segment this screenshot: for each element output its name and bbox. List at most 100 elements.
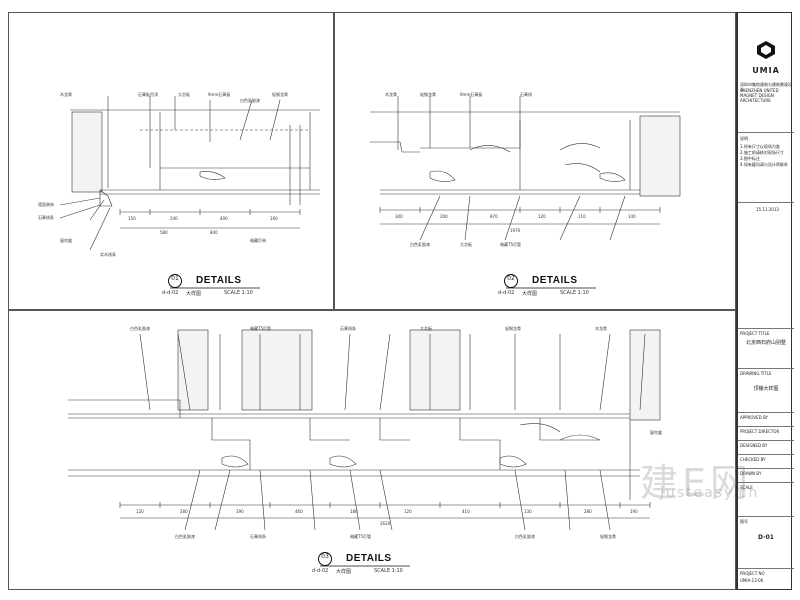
project-name: 北京西石府山别墅 <box>745 340 786 346</box>
note-3: 3.图中标注 <box>740 156 760 161</box>
checked-row: CHECKED BY <box>738 454 794 468</box>
project-no-label: PROJECT NO <box>740 571 765 576</box>
d1-label-4: 9mm石膏板 <box>208 92 231 97</box>
d3-label-12: 轻钢龙骨 <box>600 534 616 539</box>
company-line-2: SHENZHEN UNITED MAGNET DESIGN ARCHITECTU… <box>740 88 779 103</box>
notes-box: 说明 1.所有尺寸以现场为准 2.施工前请核对现场尺寸 3.图中标注 4.如有疑… <box>738 132 794 192</box>
d1-label-11: 实木线条 <box>100 252 116 257</box>
d3-dim-10: 190 <box>630 509 638 514</box>
d3-dim-9: 280 <box>584 509 592 514</box>
d3-dim-11: 2620 <box>380 521 391 526</box>
detail-01-panel <box>8 12 334 310</box>
revision-box: 15.11.2013 <box>738 202 794 248</box>
d1-label-10: 暗藏灯带 <box>250 238 266 243</box>
notes-title: 说明 <box>740 136 748 141</box>
d2-label-5: 白色乳胶漆 <box>410 242 430 247</box>
d3-label-2: 暗藏T5灯管 <box>250 326 271 331</box>
d2-label-4: 石膏线 <box>520 92 532 97</box>
d2-dim-4: 120 <box>538 214 546 219</box>
d1-dim-3: 400 <box>220 216 228 221</box>
director-row: PROJECT DIRECTOR <box>738 426 794 440</box>
drawn-row: DRAWN BY <box>738 468 794 482</box>
director-label: PROJECT DIRECTOR <box>740 429 780 434</box>
drawing-title-box: DRAWING TITLE 顶棚大样图 <box>738 368 794 408</box>
d1-dim-5: 580 <box>160 230 168 235</box>
detail-03-scale: SCALE 1:10 <box>374 568 403 574</box>
d2-dim-6: 140 <box>628 214 636 219</box>
detail-01-ref: d-d-02 <box>162 290 179 296</box>
d3-label-8: 白色乳胶漆 <box>175 534 195 539</box>
watermark-cn: 建E网 <box>640 461 753 505</box>
company-line-1: 深圳市集地建筑与建筑景观设计 <box>740 82 792 92</box>
d2-label-3: 9mm石膏板 <box>460 92 483 97</box>
brand-name: UMIA <box>752 66 780 75</box>
project-title-box: PROJECT TITLE 北京西石府山别墅 <box>738 328 794 356</box>
detail-02-title: DETAILS <box>532 275 578 286</box>
title-block: UMIA 深圳市集地建筑与建筑景观设计 SHENZHEN UNITED MAGN… <box>736 12 794 590</box>
detail-01-scale: SCALE 1:10 <box>224 290 253 296</box>
detail-01-subtitle: 大样图 <box>186 291 202 297</box>
approved-row: APPROVED BY <box>738 412 794 426</box>
detail-01-title: DETAILS <box>196 275 242 286</box>
d1-dim-2: 240 <box>170 216 178 221</box>
d3-label-9: 石膏线条 <box>250 534 266 539</box>
detail-03-title: DETAILS <box>346 553 392 564</box>
scale-label: SCALE <box>740 485 753 490</box>
d1-label-9: 窗帘盒 <box>60 238 72 243</box>
d1-label-8: 石膏线条 <box>38 215 54 220</box>
note-2: 2.施工前请核对现场尺寸 <box>740 150 784 155</box>
designed-row: DESIGNED BY <box>738 440 794 454</box>
d3-dim-7: 410 <box>462 509 470 514</box>
project-title-label: PROJECT TITLE <box>740 331 770 336</box>
detail-03-ref: d-d-02 <box>312 568 329 574</box>
d1-label-2: 石膏板吊顶 <box>138 92 158 97</box>
d1-label-5: 白色乳胶漆 <box>240 98 260 103</box>
detail-02-ref: d-d-02 <box>498 290 515 296</box>
project-no-box: PROJECT NO UMIA-12-06 <box>738 568 794 590</box>
drawing-name: 顶棚大样图 <box>753 386 779 392</box>
d2-label-2: 轻钢龙骨 <box>420 92 436 97</box>
approved-label: APPROVED BY <box>740 415 769 420</box>
drawing-number: D-01 <box>758 534 774 541</box>
d2-label-7: 暗藏T5灯管 <box>500 242 521 247</box>
designed-label: DESIGNED BY <box>740 443 768 448</box>
d3-dim-5: 180 <box>350 509 358 514</box>
scale-row: SCALE <box>738 482 794 496</box>
detail-02-scale: SCALE 1:10 <box>560 290 589 296</box>
sheet-label: 图号 <box>740 519 748 524</box>
d3-label-1: 白色乳胶漆 <box>130 326 150 331</box>
d1-dim-4: 160 <box>270 216 278 221</box>
d3-dim-8: 130 <box>524 509 532 514</box>
note-1: 1.所有尺寸以现场为准 <box>740 144 780 149</box>
d3-dim-2: 280 <box>180 509 188 514</box>
d1-label-6: 轻钢龙骨 <box>272 92 288 97</box>
d3-label-3: 石膏线条 <box>340 326 356 331</box>
project-no: UMIA-12-06 <box>740 578 764 583</box>
d2-label-6: 大芯板 <box>460 242 472 247</box>
d3-label-11: 白色乳胶漆 <box>515 534 535 539</box>
d1-label-1: 木龙骨 <box>60 92 72 97</box>
detail-01-marker: 01 <box>168 274 182 288</box>
d3-label-7: 窗帘盒 <box>650 430 662 435</box>
d3-label-5: 轻钢龙骨 <box>505 326 521 331</box>
d2-dim-2: 200 <box>440 214 448 219</box>
revision-date: 15.11.2013 <box>756 207 779 212</box>
d1-dim-6: 840 <box>210 230 218 235</box>
note-4: 4.如有疑问请与设计师联系 <box>740 162 788 167</box>
checked-label: CHECKED BY <box>740 457 766 462</box>
d2-label-1: 木龙骨 <box>385 92 397 97</box>
d3-dim-6: 120 <box>404 509 412 514</box>
detail-03-marker: 03 <box>318 552 332 566</box>
detail-03-panel <box>8 310 736 590</box>
d2-dim-1: 300 <box>395 214 403 219</box>
d3-label-6: 木龙骨 <box>595 326 607 331</box>
detail-02-panel <box>334 12 736 310</box>
d3-dim-4: 460 <box>295 509 303 514</box>
umia-logo-icon <box>757 41 775 59</box>
d1-label-7: 墙面装饰 <box>38 202 54 207</box>
d3-dim-1: 120 <box>136 509 144 514</box>
detail-02-subtitle: 大样图 <box>522 291 538 297</box>
d3-label-4: 大芯板 <box>420 326 432 331</box>
watermark-en: justeasy.cn <box>660 485 760 501</box>
